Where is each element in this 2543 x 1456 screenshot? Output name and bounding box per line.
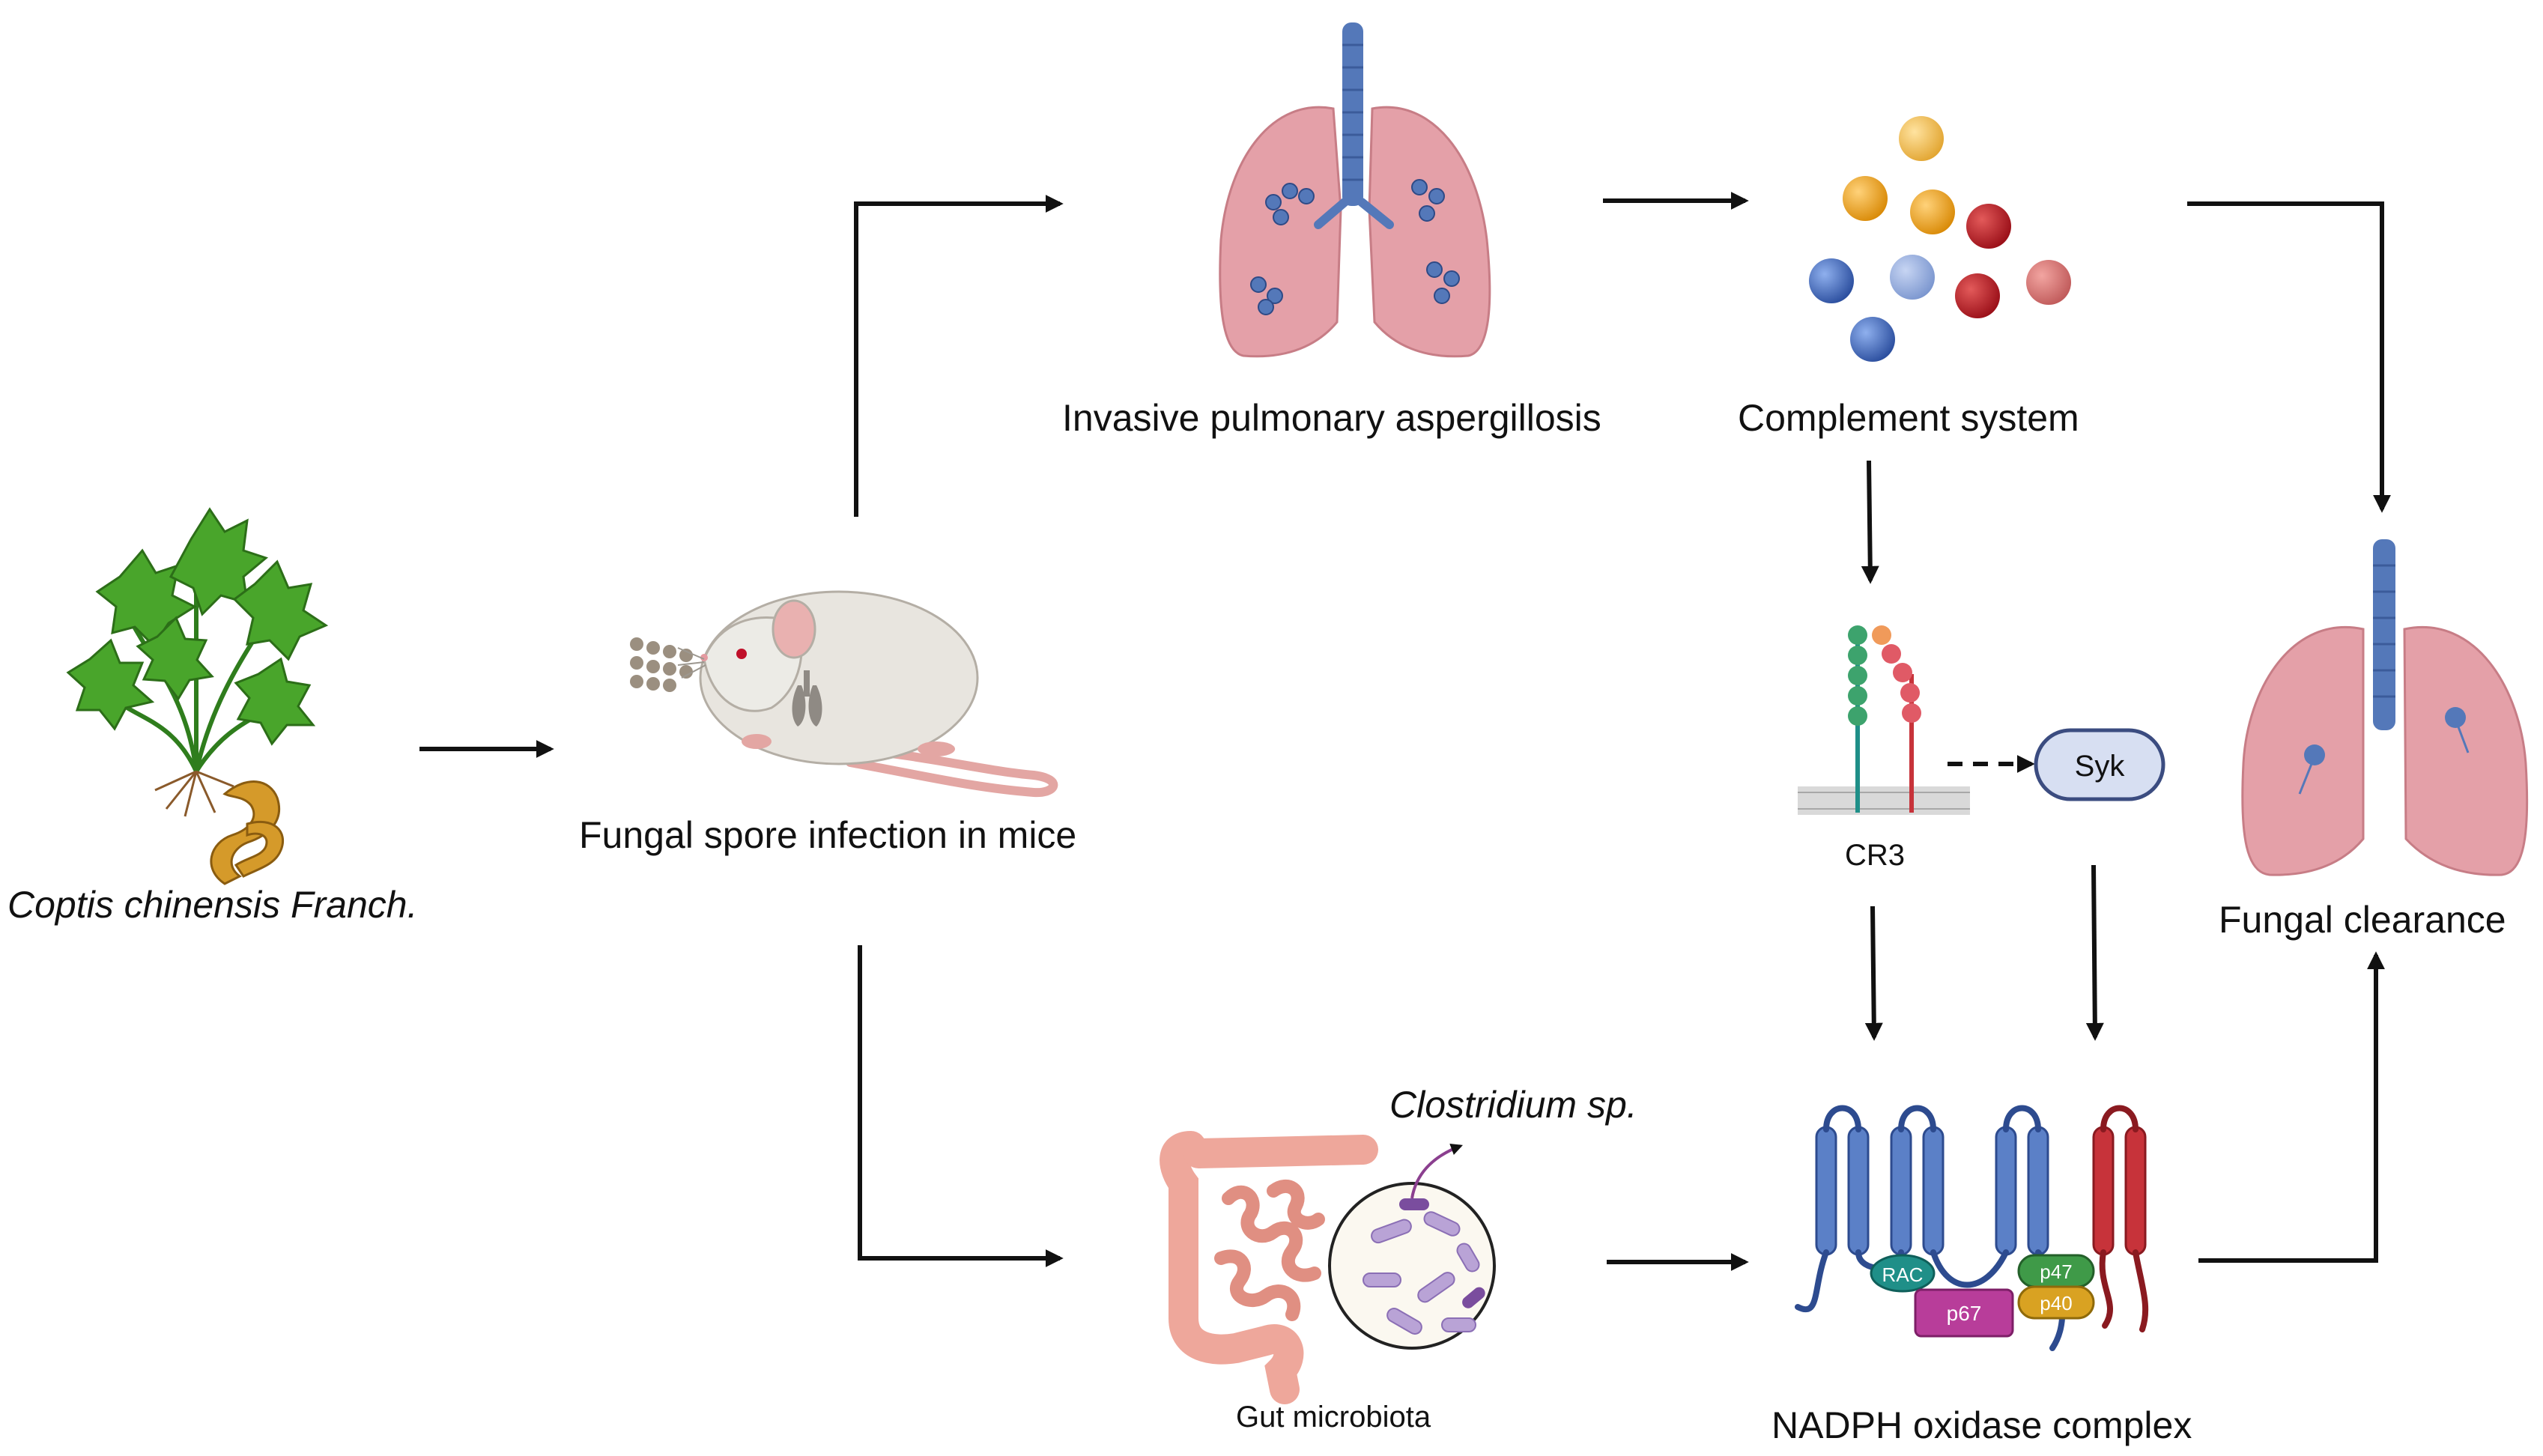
plant-label: Coptis chinensis Franch. bbox=[7, 884, 417, 926]
arrow-complement-to-cr3 bbox=[1861, 460, 1879, 584]
p47-label: p47 bbox=[2040, 1261, 2072, 1283]
clostridium-label: Clostridium sp. bbox=[1389, 1084, 1637, 1126]
arrows bbox=[419, 192, 2391, 1271]
nadph-label: NADPH oxidase complex bbox=[1771, 1404, 2192, 1446]
arrow-mouse-to-ipa bbox=[854, 195, 1064, 517]
p47-subunit: p47 bbox=[2017, 1254, 2095, 1288]
complement-label: Complement system bbox=[1738, 397, 2079, 439]
arrow-syk-to-nadph bbox=[2085, 864, 2104, 1041]
p40-subunit: p40 bbox=[2017, 1285, 2095, 1320]
arrow-cr3-to-nadph bbox=[1864, 906, 1883, 1041]
p67-subunit: p67 bbox=[1914, 1288, 2014, 1338]
mouse-illustration bbox=[630, 590, 1058, 798]
gut-microbiota-illustration bbox=[1160, 1131, 1496, 1404]
syk-label: Syk bbox=[2075, 750, 2126, 783]
nadph-oxidase-illustration: RAC p67 p47 p40 bbox=[1795, 1105, 2149, 1351]
cleared-lungs-illustration bbox=[2241, 539, 2529, 876]
syk-node: Syk bbox=[2034, 728, 2165, 801]
ipa-label: Invasive pulmonary aspergillosis bbox=[1062, 397, 1601, 439]
mouse-label: Fungal spore infection in mice bbox=[579, 814, 1076, 856]
complement-spheres bbox=[1809, 116, 2071, 362]
arrow-mouse-to-gut bbox=[858, 945, 1064, 1267]
arrow-nadph-to-clearance bbox=[2198, 951, 2385, 1263]
fungal-lesions bbox=[1250, 179, 1460, 315]
clearance-label: Fungal clearance bbox=[2219, 899, 2506, 941]
infected-lungs-illustration bbox=[1219, 22, 1491, 358]
cr3-receptor-illustration bbox=[1798, 625, 1970, 815]
rac-label: RAC bbox=[1882, 1264, 1924, 1286]
p40-label: p40 bbox=[2040, 1292, 2072, 1314]
coptis-plant-illustration bbox=[66, 507, 329, 885]
rac-subunit: RAC bbox=[1870, 1254, 1936, 1293]
cr3-label: CR3 bbox=[1845, 839, 1905, 872]
p67-label: p67 bbox=[1947, 1302, 1982, 1325]
gut-label: Gut microbiota bbox=[1236, 1401, 1431, 1434]
arrow-complement-to-clearance bbox=[2187, 201, 2391, 513]
spore-cluster bbox=[630, 637, 693, 692]
